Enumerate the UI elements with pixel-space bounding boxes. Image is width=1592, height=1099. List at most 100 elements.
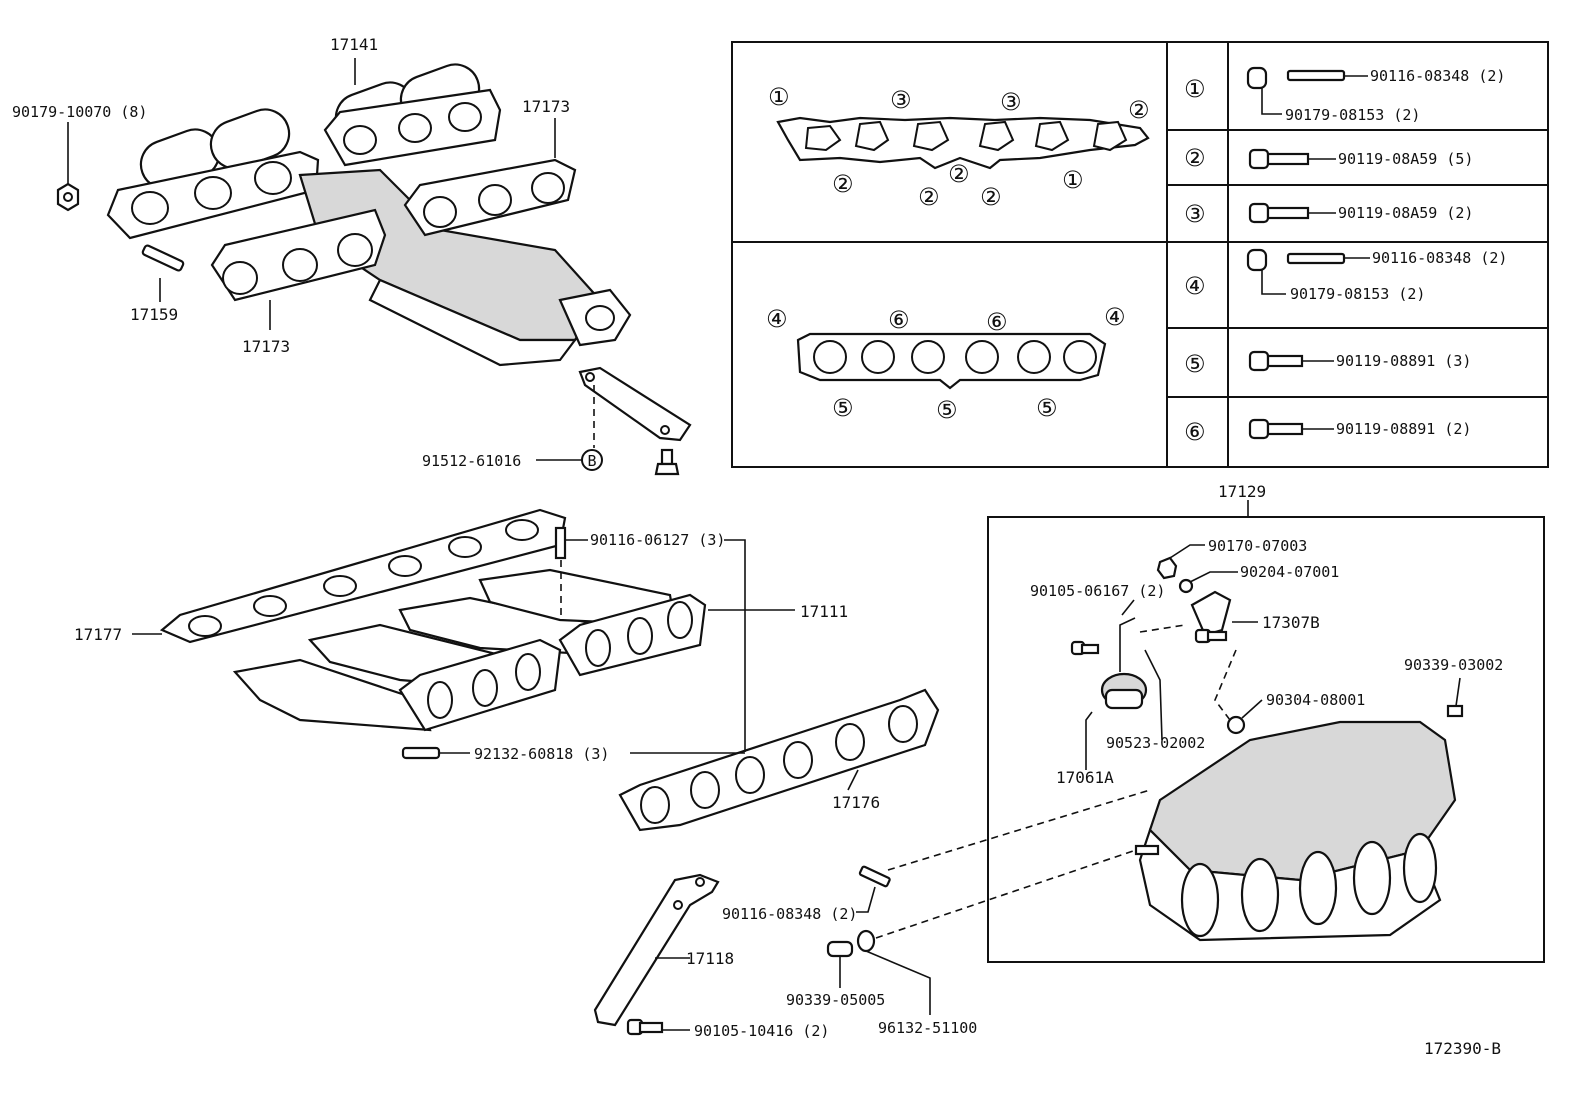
- stud-icon: [1134, 844, 1160, 856]
- washer-nut-icon: [1246, 66, 1268, 90]
- callout-90170-07003: 90170-07003: [1208, 537, 1307, 555]
- bolt-head-icon: [1248, 418, 1270, 440]
- bolt-head-icon: [1248, 202, 1270, 224]
- stud-icon: [401, 746, 441, 760]
- bolt-icon: [1070, 640, 1100, 656]
- bolt-shank-icon: [1266, 422, 1304, 436]
- callout-17173-top: 17173: [522, 97, 570, 116]
- intake-manifold-illustration: [159, 508, 940, 832]
- link-bracket-17307b-illustration: [1190, 590, 1232, 637]
- nut-icon: [56, 182, 80, 212]
- callout-17177: 17177: [74, 625, 122, 644]
- table-row-1-part-a: 90116-08348 (2): [1370, 67, 1505, 85]
- gasket-marker-lower-3: ⑥: [986, 308, 1008, 336]
- callout-90116-08348: 90116-08348 (2): [722, 905, 857, 923]
- gasket-marker-lower-7: ⑤: [1036, 394, 1058, 422]
- table-key-4: ④: [1184, 272, 1206, 300]
- callout-17061a: 17061A: [1056, 768, 1114, 787]
- table-row-5-hardware: [1248, 350, 1334, 372]
- callout-90179-10070: 90179-10070 (8): [12, 103, 147, 121]
- gasket-marker-upper-6: ②: [948, 160, 970, 188]
- table-row-4-part-a: 90116-08348 (2): [1372, 249, 1507, 267]
- callout-17159: 17159: [130, 305, 178, 324]
- callout-90339-05005: 90339-05005: [786, 991, 885, 1009]
- table-key-2: ②: [1184, 144, 1206, 172]
- bolt-shank-icon: [1266, 354, 1304, 368]
- table-row-4-hardware: [1246, 248, 1370, 295]
- washer-nut-icon: [1246, 248, 1268, 272]
- gasket-marker-upper-5: ②: [832, 170, 854, 198]
- table-row-5-part: 90119-08891 (3): [1336, 352, 1471, 370]
- bolt-icon: [654, 448, 680, 476]
- stud-bolt-icon: [1286, 69, 1346, 82]
- table-row-2-hardware: [1248, 148, 1336, 170]
- intake-plenum-illustration: [1138, 720, 1457, 942]
- bolt-head-icon: [1248, 148, 1270, 170]
- gasket-marker-lower-6: ⑤: [936, 396, 958, 424]
- callout-96132-51100: 96132-51100: [878, 1019, 977, 1037]
- table-key-6: ⑥: [1184, 418, 1206, 446]
- table-key-1: ①: [1184, 75, 1206, 103]
- bolt-shank-icon: [1266, 152, 1310, 166]
- callout-17141: 17141: [330, 35, 378, 54]
- gasket-marker-upper-7: ②: [918, 183, 940, 211]
- table-key-3: ③: [1184, 200, 1206, 228]
- exhaust-manifold-illustration: [106, 63, 692, 442]
- callout-92132-60818: 92132-60818 (3): [474, 745, 609, 763]
- callout-17118: 17118: [686, 949, 734, 968]
- gasket-marker-upper-8: ②: [980, 183, 1002, 211]
- bolt-icon: [626, 1018, 664, 1036]
- diagram-code: 172390-B: [1424, 1039, 1501, 1058]
- callout-17111: 17111: [800, 602, 848, 621]
- marker-b-circle: [581, 449, 603, 471]
- callout-90116-06127: 90116-06127 (3): [590, 531, 725, 549]
- fitting-icon: [1446, 704, 1464, 718]
- bolt-head-icon: [1248, 350, 1270, 372]
- gasket-marker-upper-2: ③: [890, 86, 912, 114]
- callout-90204-07001: 90204-07001: [1240, 563, 1339, 581]
- vacuum-actuator-illustration: [1100, 617, 1148, 710]
- callout-91512-61016: 91512-61016: [422, 452, 521, 470]
- callout-17176: 17176: [832, 793, 880, 812]
- gasket-marker-upper-3: ③: [1000, 88, 1022, 116]
- hose-icon: [826, 940, 854, 958]
- washer-icon: [1178, 578, 1194, 594]
- gasket-marker-lower-2: ⑥: [888, 306, 910, 334]
- callout-90339-03002: 90339-03002: [1404, 656, 1503, 674]
- table-row-1-hardware: [1246, 66, 1368, 115]
- table-row-6-part: 90119-08891 (2): [1336, 420, 1471, 438]
- stud-icon: [141, 244, 185, 272]
- gasket-bolt-table: [731, 41, 1549, 468]
- table-key-5: ⑤: [1184, 350, 1206, 378]
- table-row-3-part: 90119-08A59 (2): [1338, 204, 1473, 222]
- table-row-3-hardware: [1248, 202, 1336, 224]
- stud-icon: [858, 865, 891, 888]
- callout-90523-02002: 90523-02002: [1106, 734, 1205, 752]
- callout-17129: 17129: [1218, 482, 1266, 501]
- bolt-shank-icon: [1266, 206, 1310, 220]
- gasket-marker-upper-9: ①: [1062, 166, 1084, 194]
- table-row-4-part-b: 90179-08153 (2): [1290, 285, 1425, 303]
- bracket-17118-illustration: [593, 873, 720, 1027]
- stud-icon: [554, 526, 567, 560]
- callout-90105-06167: 90105-06167 (2): [1030, 582, 1165, 600]
- nut-icon: [1156, 556, 1178, 580]
- table-row-2-part: 90119-08A59 (5): [1338, 150, 1473, 168]
- gasket-marker-lower-4: ④: [1104, 303, 1126, 331]
- bolt-icon: [1194, 628, 1228, 644]
- gasket-marker-upper-4: ②: [1128, 96, 1150, 124]
- callout-17173-bottom: 17173: [242, 337, 290, 356]
- clamp-icon: [856, 929, 876, 953]
- callout-90105-10416: 90105-10416 (2): [694, 1022, 829, 1040]
- marker-b-label: B: [587, 452, 596, 470]
- stud-bolt-icon: [1286, 252, 1346, 265]
- gasket-marker-lower-5: ⑤: [832, 394, 854, 422]
- lower-gasket-illustration: [796, 332, 1107, 390]
- gasket-marker-lower-1: ④: [766, 305, 788, 333]
- table-row-6-hardware: [1248, 418, 1334, 440]
- upper-gasket-illustration: [776, 116, 1150, 170]
- plenum-assembly-box: [987, 516, 1545, 963]
- callout-17307b: 17307B: [1262, 613, 1320, 632]
